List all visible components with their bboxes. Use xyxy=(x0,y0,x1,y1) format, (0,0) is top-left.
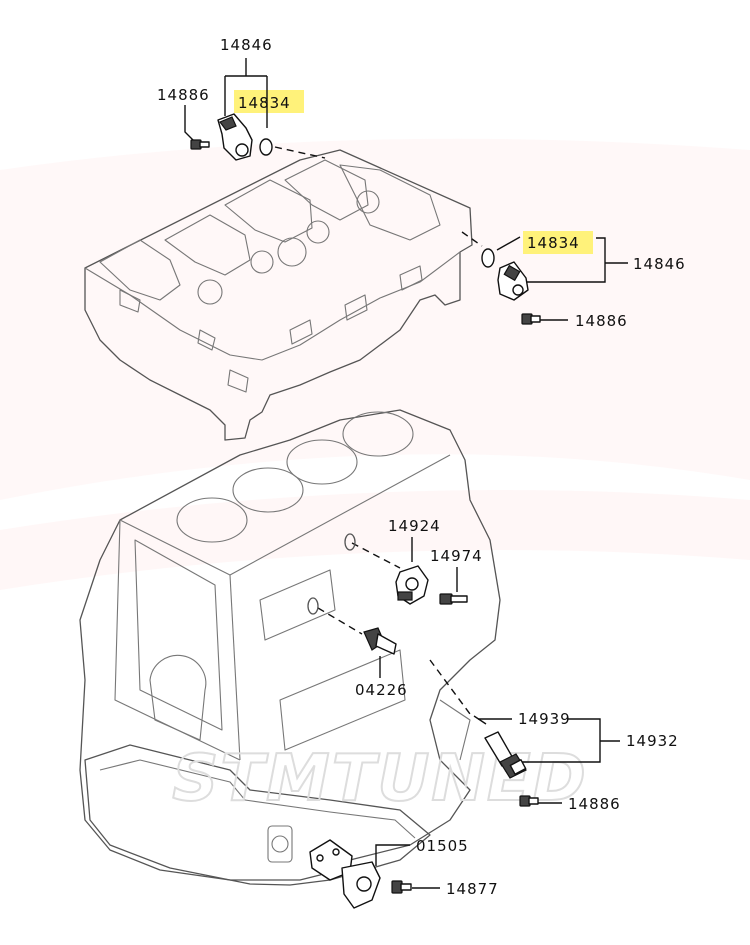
oil-pan xyxy=(84,744,431,886)
knock-sensor xyxy=(395,565,429,605)
knock-bolt-label: 14974 xyxy=(430,547,483,565)
crank-leader-lines xyxy=(478,718,620,763)
top-bolt-label: 14886 xyxy=(157,86,210,104)
watermark-swoosh xyxy=(0,138,750,590)
housing-bolt xyxy=(391,880,412,894)
thermostat-housing-group: 01505 14877 xyxy=(309,837,499,909)
right-sensor-group: 14834 14846 14886 xyxy=(461,231,686,330)
top-oring-highlight xyxy=(234,90,304,113)
oil-pressure-switch-label: 04226 xyxy=(355,681,408,699)
top-leader-lines xyxy=(224,58,268,128)
top-oring-label: 14834 xyxy=(238,94,291,112)
oil-pressure-switch-group: 04226 xyxy=(307,597,408,699)
top-oring xyxy=(259,138,273,156)
top-bolt-leader xyxy=(184,105,197,144)
right-oring-label: 14834 xyxy=(527,234,580,252)
top-cam-sensor xyxy=(217,113,253,161)
right-sensor-assembly-label: 14846 xyxy=(633,255,686,273)
top-sensor-group: 14846 14886 14834 xyxy=(157,36,326,161)
thermostat-housing-label: 01505 xyxy=(416,837,469,855)
cylinder-head xyxy=(84,149,473,441)
top-bolt xyxy=(190,139,210,150)
right-cam-sensor xyxy=(497,261,529,301)
knock-bolt xyxy=(439,593,468,605)
oil-pressure-switch xyxy=(363,627,397,655)
thermostat-housing xyxy=(309,839,381,909)
crank-oring xyxy=(473,715,487,725)
crank-install-path xyxy=(429,659,471,715)
knock-sensor-label: 14924 xyxy=(388,517,441,535)
knock-mount-boss xyxy=(344,533,356,551)
crank-oring-label: 14939 xyxy=(518,710,571,728)
engine-block xyxy=(79,409,501,881)
right-install-path xyxy=(461,231,483,247)
top-sensor-assembly-label: 14846 xyxy=(220,36,273,54)
housing-bolt-label: 14877 xyxy=(446,880,499,898)
crank-bolt-label: 14886 xyxy=(568,795,621,813)
crank-sensor-group: 14939 14932 14886 xyxy=(429,659,679,813)
right-oring-highlight xyxy=(523,231,593,254)
crank-sensor-assembly-label: 14932 xyxy=(626,732,679,750)
right-leader-lines xyxy=(496,236,628,283)
knock-install-path xyxy=(351,542,401,569)
crank-sensor xyxy=(484,731,527,779)
watermark-text: STMTUNED xyxy=(172,742,587,816)
top-install-path xyxy=(274,146,326,159)
right-oring xyxy=(481,248,495,268)
oil-pressure-mount-boss xyxy=(307,597,319,615)
crank-bolt xyxy=(519,795,539,807)
right-bolt xyxy=(521,313,541,325)
thermostat-housing-leader xyxy=(375,844,410,866)
oil-pressure-install-path xyxy=(317,607,363,635)
right-bolt-label: 14886 xyxy=(575,312,628,330)
knock-sensor-group: 14924 14974 xyxy=(344,517,483,605)
